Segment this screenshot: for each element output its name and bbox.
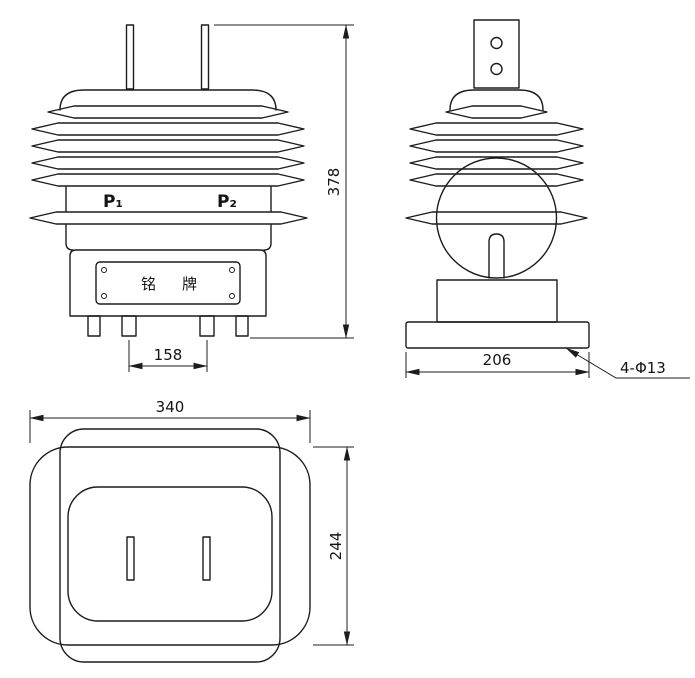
screw-icon (229, 267, 235, 273)
shed-fin (29, 211, 308, 225)
dim-244-text: 244 (327, 532, 345, 561)
body-band-front: P₁ P₂ (65, 186, 272, 212)
shed-fin (405, 211, 588, 225)
base-outline (29, 446, 311, 646)
dim-158-text: 158 (154, 346, 183, 364)
label-p2: P₂ (217, 192, 237, 212)
terminal-block (473, 19, 520, 89)
foot (121, 315, 137, 337)
terminal-pin (200, 24, 210, 90)
shed-fin (445, 105, 548, 119)
shed-fin (409, 173, 584, 187)
inner-outline (67, 486, 273, 622)
shed-fin (31, 173, 305, 187)
foot (199, 315, 215, 337)
note-holes-text: 4-Φ13 (620, 359, 666, 377)
mounting-feet (87, 315, 249, 337)
nameplate-text: 铭牌 (141, 275, 223, 293)
insulator-sheds-front (29, 105, 308, 225)
dim-378-text: 378 (325, 168, 343, 197)
screw-icon (229, 293, 235, 299)
nameplate: 铭牌 (95, 261, 241, 305)
terminal-pin (125, 24, 135, 90)
body-outline-tall (59, 428, 281, 663)
base-plate (405, 321, 590, 349)
terminal-slots (126, 536, 211, 581)
dimension-plan-width: 340 (29, 398, 311, 443)
body-transition (263, 224, 272, 251)
shed-fin (31, 122, 305, 136)
hole-callout: 4-Φ13 (565, 347, 690, 379)
side-view: 206 4-Φ13 (405, 19, 690, 379)
base-block (69, 249, 267, 317)
primary-terminals (125, 24, 210, 90)
shed-fin (31, 139, 305, 153)
shed-fin (409, 139, 584, 153)
dimension-overall-height: 378 (214, 24, 354, 339)
shed-fin (31, 156, 305, 170)
shed-fin (47, 105, 289, 119)
leader-line (565, 347, 690, 379)
dimension-terminal-spacing: 158 (128, 340, 208, 372)
base-body-front: 铭牌 (65, 224, 272, 337)
screw-icon (101, 293, 107, 299)
shed-fin (409, 156, 584, 170)
dim-340-text: 340 (156, 398, 185, 416)
terminal-block-outline (473, 19, 520, 89)
dimension-base-width: 206 (405, 351, 590, 378)
terminal-hole-icon (490, 36, 503, 50)
terminal-slot (126, 536, 135, 581)
round-body (435, 157, 558, 279)
nameplate-frame (95, 261, 241, 305)
pedestal (436, 279, 558, 323)
foot (87, 315, 101, 337)
label-p1: P₁ (103, 192, 123, 212)
terminal-hole-icon (490, 62, 503, 76)
shed-fin (409, 122, 584, 136)
dim-206-text: 206 (483, 351, 512, 369)
screw-icon (101, 267, 107, 273)
plan-view: 340 244 (29, 398, 354, 663)
body-transition (65, 224, 74, 251)
insulator-cap (59, 89, 277, 111)
insulator-cap (449, 89, 544, 111)
body-neck (488, 233, 505, 279)
terminal-slot (202, 536, 211, 581)
insulator-sheds-side (405, 105, 588, 225)
front-view: P₁ P₂ 铭牌 (29, 24, 354, 372)
foot (235, 315, 249, 337)
dimension-plan-depth: 244 (313, 446, 354, 646)
